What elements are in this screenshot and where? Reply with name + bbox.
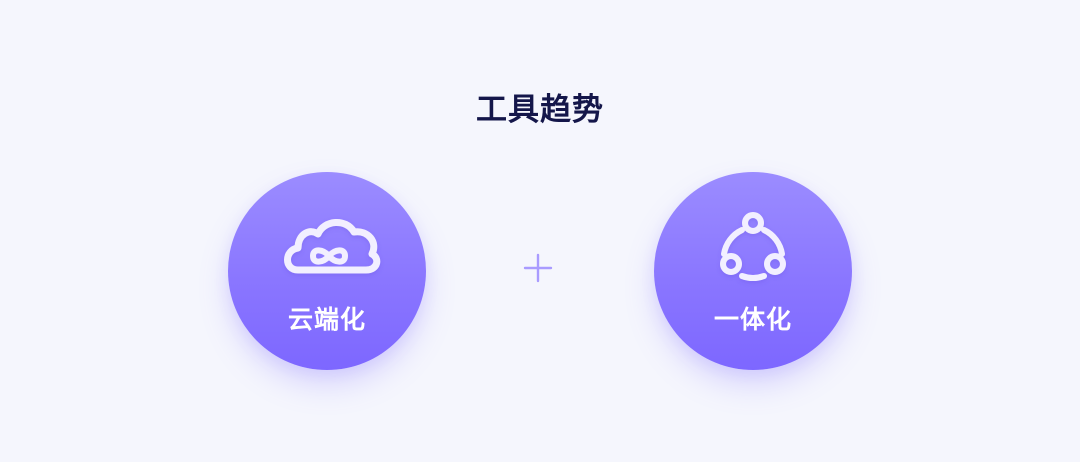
cycle-nodes-icon: [720, 212, 786, 281]
plus-icon: [523, 253, 553, 283]
cloud-infinity-icon: [284, 219, 381, 274]
cloud-trend-label: 云端化: [287, 305, 366, 334]
integration-trend-label: 一体化: [713, 305, 792, 334]
page-title: 工具趋势: [476, 92, 604, 128]
integration-trend-card: 一体化: [654, 172, 852, 370]
cloud-trend-card: 云端化: [228, 172, 426, 370]
